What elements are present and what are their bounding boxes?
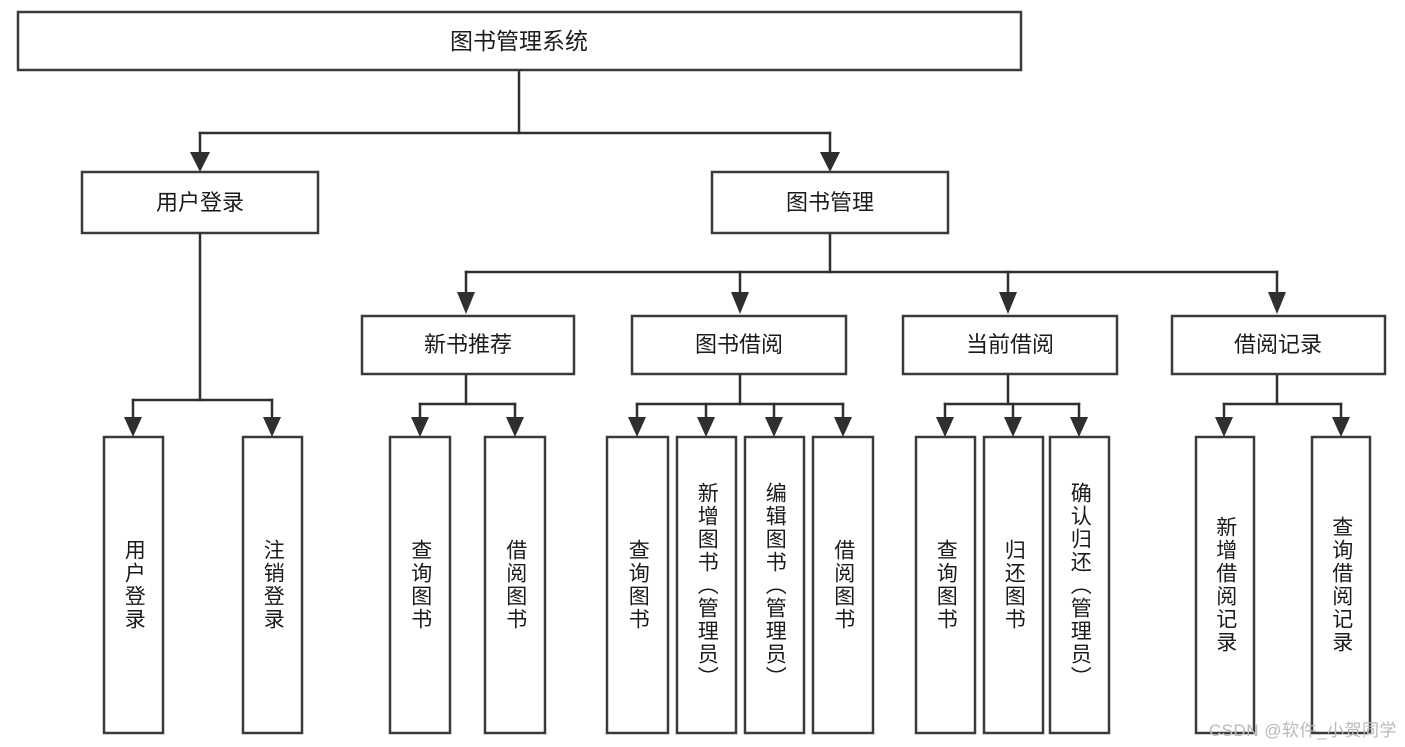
node-new-book-recommend-box [360,314,576,376]
node-book-borrow-label: 图书借阅 [695,332,783,357]
leaf-confirm-return-box[interactable] [1048,435,1111,735]
node-root-system[interactable]: 图书管理系统 [16,10,1023,72]
node-current-borrow-label: 当前借阅 [966,332,1054,357]
arrow-nbr-leaf2 [506,417,524,437]
node-user-login[interactable]: 用户登录 [80,170,320,235]
leaf-boxes-user-login [102,435,304,735]
node-root-system-box [16,10,1023,72]
node-book-borrow[interactable]: 图书借阅 [630,314,848,376]
leaf-return-book-box[interactable] [982,435,1045,735]
node-user-login-label: 用户登录 [156,190,244,215]
leaf-boxes-borrow-record [1194,435,1372,735]
leaf-borrow-book-1-box[interactable] [483,435,547,735]
node-current-borrow[interactable]: 当前借阅 [901,314,1119,376]
arrow-root-to-book-management [820,152,840,172]
node-new-book-recommend-label: 新书推荐 [424,332,512,357]
leaf-edit-book-box[interactable] [743,435,806,735]
leaf-borrow-book-2-box[interactable] [811,435,875,735]
arrow-cb-leaf3 [1070,417,1088,437]
node-root-system-label: 图书管理系统 [450,28,588,54]
connector-group-borrow-record [1215,372,1350,437]
arrow-nbr-leaf1 [411,417,429,437]
arrow-bb-leaf2 [697,417,715,437]
leaf-add-book-box[interactable] [675,435,738,735]
arrow-bm-to-book-borrow [731,292,749,314]
arrow-user-login-leaf1 [124,417,142,437]
leaf-query-book-3-box[interactable] [914,435,977,735]
node-borrow-record-label: 借阅记录 [1234,332,1322,357]
arrow-bm-to-new-book [457,292,475,314]
node-borrow-record-box [1170,314,1387,376]
leaf-boxes-new-book-recommend [388,435,547,735]
connector-group-book-borrow [628,372,852,437]
node-book-management-box [710,170,950,235]
node-book-management[interactable]: 图书管理 [710,170,950,235]
connector-group-new-book-recommend [411,372,524,437]
connector-group-user-login [124,231,281,437]
leaf-query-book-1-box[interactable] [388,435,452,735]
leaf-boxes-current-borrow [914,435,1111,735]
connector-group-book-management [457,231,1286,314]
arrow-bm-to-borrow-record [1268,292,1286,314]
node-book-borrow-box [630,314,848,376]
node-book-management-label: 图书管理 [786,190,874,215]
arrow-bb-leaf4 [834,417,852,437]
node-borrow-record[interactable]: 借阅记录 [1170,314,1387,376]
arrow-bm-to-current-borrow [999,292,1017,314]
leaf-query-record-box[interactable] [1310,435,1372,735]
arrow-bb-leaf1 [628,417,646,437]
leaf-query-book-2-box[interactable] [605,435,670,735]
connector-group-current-borrow [936,372,1088,437]
node-new-book-recommend[interactable]: 新书推荐 [360,314,576,376]
arrow-cb-leaf2 [1004,417,1022,437]
leaf-user-login-box[interactable] [102,435,165,735]
leaf-logout-login-box[interactable] [241,435,304,735]
node-current-borrow-box [901,314,1119,376]
node-user-login-box [80,170,320,235]
connector-group-root [190,68,840,172]
arrow-user-login-leaf2 [263,417,281,437]
watermark-text: CSDN @软件_小贺同学 [1208,721,1397,740]
leaf-boxes-book-borrow [605,435,875,735]
arrow-br-leaf2 [1332,417,1350,437]
arrow-cb-leaf1 [936,417,954,437]
arrow-br-leaf1 [1215,417,1233,437]
arrow-root-to-user-login [190,152,210,172]
leaf-add-record-box[interactable] [1194,435,1256,735]
arrow-bb-leaf3 [765,417,783,437]
